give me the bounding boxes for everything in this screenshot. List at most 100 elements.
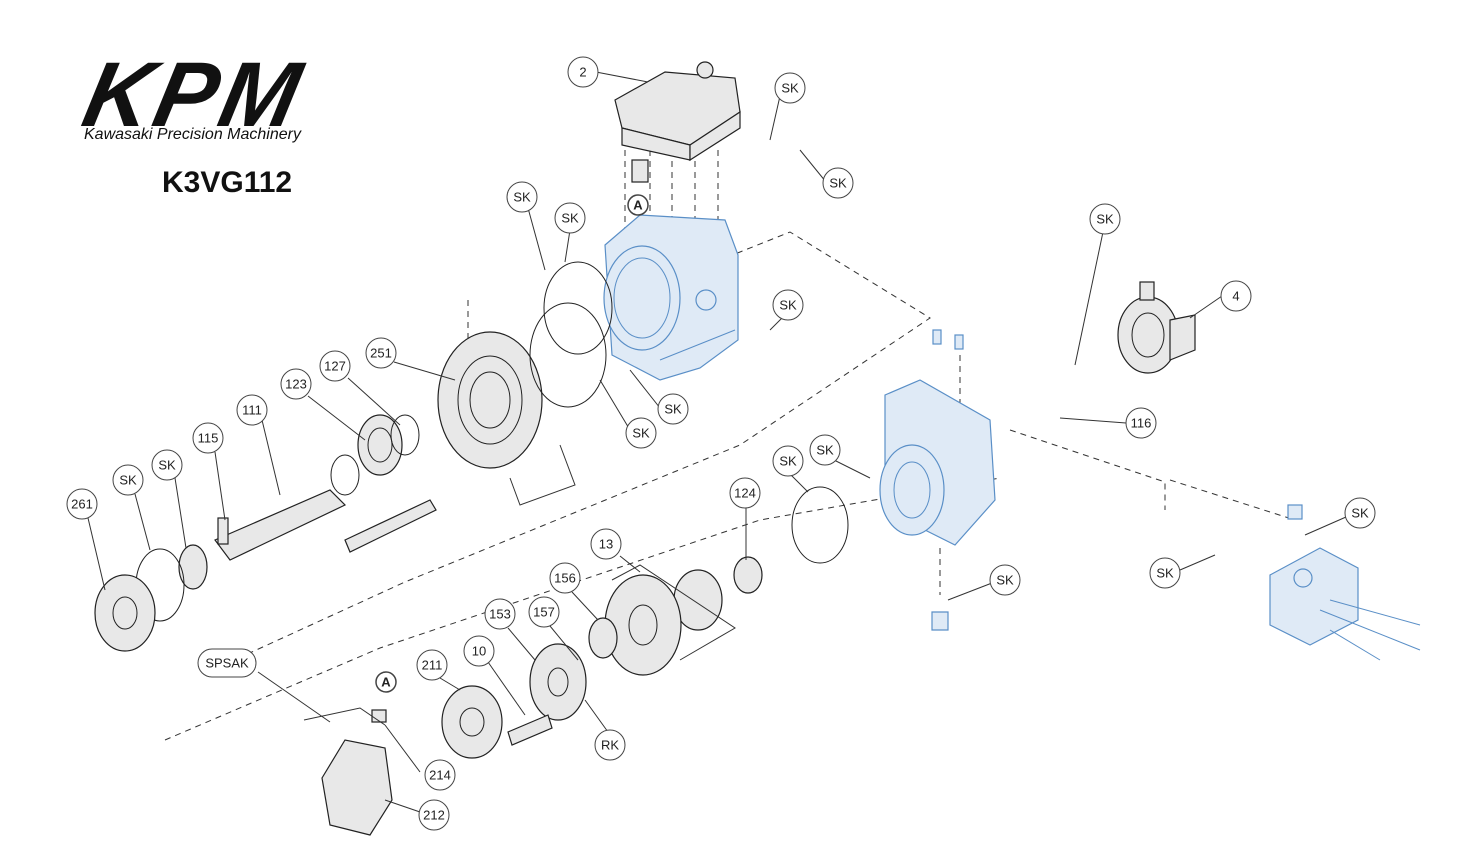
callout-156: 156 [549,562,581,594]
callout-text: SK [1096,212,1114,227]
kpm-logo: KPM Kawasaki Precision Machinery [75,43,313,146]
callout-bubble [1344,497,1376,529]
callout-214: 214 [424,759,456,791]
callout-rk: RK [594,729,626,761]
callout-124: 124 [729,477,761,509]
callout-text: 157 [533,605,555,620]
callout-127: 127 [319,350,351,382]
callout-a1: A [627,194,649,216]
callout-sk-mid2: SK [657,393,689,425]
callout-text: SK [781,81,799,96]
callout-text: A [633,198,643,213]
callout-sk-sh2: SK [151,449,183,481]
callout-bubble [463,635,495,667]
callout-bubble [280,368,312,400]
callout-sk-v1: SK [989,564,1021,596]
callout-251: 251 [365,337,397,369]
callout-sk-b2: SK [1149,557,1181,589]
callout-bubble [625,417,657,449]
callout-116: 116 [1125,407,1157,439]
callout-text: 2 [579,65,586,80]
callout-text: RK [601,738,619,753]
callout-bubble [567,56,599,88]
callout-text: 10 [472,644,486,659]
callout-text: SK [779,298,797,313]
callout-text: 124 [734,486,756,501]
callout-bubble [319,350,351,382]
callout-bubble [112,464,144,496]
callout-text: 115 [198,431,219,446]
callout-2: 2 [567,56,599,88]
callout-text: 111 [242,403,262,418]
callout-4: 4 [1220,280,1252,312]
callout-bubble [1125,407,1157,439]
callout-bubble [590,528,622,560]
callout-text: 156 [554,571,576,586]
side-block-part [1269,504,1421,661]
callout-123: 123 [280,368,312,400]
callout-text: 116 [1131,416,1152,431]
callout-text: SK [996,573,1014,588]
callout-text: 212 [423,808,445,823]
callout-bubble [484,598,516,630]
callout-labels: 2SKSKSKSKASKSKSKSK4116251127123111115SKS… [66,56,1376,831]
flange-251-part [437,302,607,469]
callout-sk-top1: SK [774,72,806,104]
callout-sk-mid3: SK [625,417,657,449]
callout-bubble [506,181,538,213]
callout-211: 211 [416,649,448,681]
callout-text: SK [1156,566,1174,581]
callout-bubble [66,488,98,520]
callout-10: 10 [463,635,495,667]
callout-bubble [772,289,804,321]
callout-bubble [772,445,804,477]
callout-bubble [774,72,806,104]
callout-text: SPSAK [205,656,249,671]
callout-text: A [381,675,391,690]
callout-text: SK [513,190,531,205]
callout-a2: A [375,671,397,693]
callout-bubble [594,729,626,761]
callout-spsak: SPSAK [197,648,257,678]
callout-text: SK [829,176,847,191]
pump-casing-part [603,214,739,381]
callout-sk-c2: SK [809,434,841,466]
logo-wordmark: KPM [75,43,313,146]
callout-text: 13 [599,537,613,552]
regulator-part [614,61,741,183]
callout-text: 251 [370,346,392,361]
model-title: K3VG112 [162,166,292,199]
callout-bubble [528,596,560,628]
callout-bubble [236,394,268,426]
callout-157: 157 [528,596,560,628]
callout-text: 127 [324,359,346,374]
callout-111: 111 [236,394,268,426]
callout-212: 212 [418,799,450,831]
callout-text: SK [816,443,834,458]
callout-sk-top2: SK [822,167,854,199]
callout-bubble [657,393,689,425]
callout-text: SK [779,454,797,469]
callout-sk-l2: SK [554,202,586,234]
callout-text: SK [664,402,682,417]
callout-bubble [1149,557,1181,589]
callout-sk-r1: SK [1089,203,1121,235]
callout-sk-c1: SK [772,445,804,477]
callout-153: 153 [484,598,516,630]
callout-text: 153 [489,607,511,622]
callout-bubble [989,564,1021,596]
callout-text: SK [158,458,176,473]
callout-bubble [1089,203,1121,235]
callout-bubble [192,422,224,454]
callout-bubble [809,434,841,466]
callout-bubble [197,648,257,678]
callout-text: 214 [429,768,451,783]
gear-pump-part [1117,281,1196,374]
callout-115: 115 [192,422,224,454]
callout-text: 211 [422,658,443,673]
valve-block-part [879,329,996,631]
callout-261: 261 [66,488,98,520]
callout-text: SK [119,473,137,488]
callout-bubble [554,202,586,234]
